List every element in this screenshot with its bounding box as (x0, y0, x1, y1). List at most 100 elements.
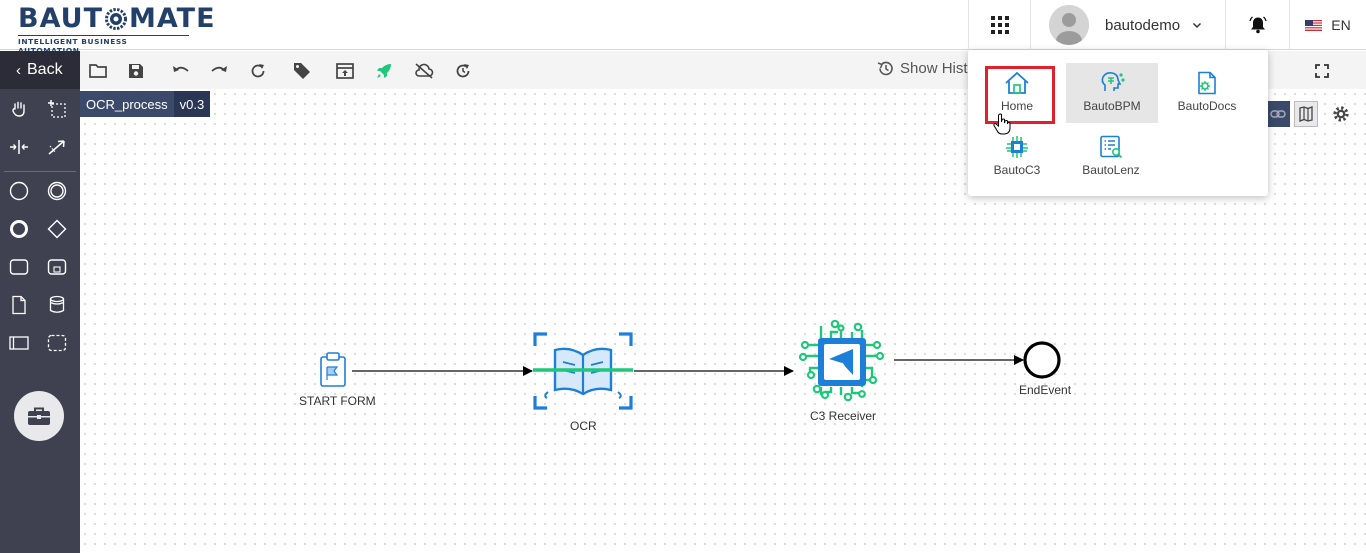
show-history-label: Show Hist (900, 60, 968, 77)
settings-button[interactable] (1329, 101, 1353, 127)
username-label: bautodemo (1105, 16, 1181, 34)
process-version: v0.3 (173, 91, 211, 117)
start-event-icon (9, 181, 29, 201)
notifications-button[interactable] (1225, 0, 1289, 50)
deploy-button[interactable] (374, 61, 394, 81)
data-store-tool[interactable] (46, 294, 68, 316)
hand-icon (12, 101, 25, 117)
minimap-button[interactable] (1294, 101, 1318, 127)
map-icon (1299, 106, 1313, 122)
start-form-label: START FORM (299, 394, 376, 408)
apps-grid-button[interactable] (968, 0, 1030, 50)
apps-grid-icon (990, 16, 1009, 34)
save-button[interactable] (126, 61, 146, 81)
lasso-tool[interactable] (46, 98, 68, 120)
bautomate-logo[interactable]: BAUT MATE INTELLIGENT BUSINESS AUTOMATIO… (18, 4, 216, 55)
gateway-tool[interactable] (46, 218, 68, 240)
logo-text-part1: BAUT (18, 3, 103, 34)
c3-receiver-node[interactable] (798, 319, 885, 402)
task-icon (9, 259, 29, 275)
publish-button[interactable] (335, 61, 355, 81)
folder-icon (89, 64, 107, 78)
process-tag: OCR_process v0.3 (80, 91, 211, 117)
app-item-home[interactable]: Home (971, 63, 1063, 123)
back-button[interactable]: ‹ Back (0, 51, 80, 89)
undo-icon (173, 66, 189, 72)
app-label-bautolenz: BautoLenz (1082, 163, 1140, 177)
subprocess-icon (47, 259, 67, 275)
data-object-tool[interactable] (8, 294, 30, 316)
home-icon (1005, 71, 1029, 94)
gear-icon (1333, 106, 1349, 122)
space-tool[interactable] (8, 136, 30, 158)
briefcase-icon (28, 407, 50, 425)
start-event-tool[interactable] (8, 180, 30, 202)
app-item-bautodocs[interactable]: BautoDocs (1161, 63, 1253, 123)
top-header: BAUT MATE INTELLIGENT BUSINESS AUTOMATIO… (0, 0, 1366, 55)
cloud-off-icon (415, 63, 434, 79)
undo-button[interactable] (171, 61, 191, 81)
end-event-node[interactable] (1023, 341, 1061, 379)
connect-tool[interactable] (46, 136, 68, 158)
toolbox-button[interactable] (14, 391, 64, 441)
fullscreen-button[interactable] (1312, 61, 1332, 81)
tag-icon (294, 63, 310, 79)
chevron-down-icon (1193, 22, 1202, 29)
process-name: OCR_process (80, 91, 174, 117)
clipboard-icon (320, 352, 346, 387)
open-folder-button[interactable] (88, 61, 108, 81)
refresh-button[interactable] (248, 61, 268, 81)
app-label-bautodocs: BautoDocs (1177, 99, 1237, 113)
gear-logo-icon (105, 8, 127, 30)
history-restore-button[interactable] (453, 61, 473, 81)
bell-icon (1248, 16, 1267, 34)
palette-sidebar: ‹ Back (0, 51, 80, 553)
ocr-label: OCR (570, 419, 597, 433)
app-item-bautolenz[interactable]: BautoLenz (1065, 127, 1157, 187)
toggle-view-button[interactable] (1266, 101, 1290, 127)
chevron-left-icon: ‹ (16, 61, 21, 79)
language-selector[interactable]: EN (1289, 0, 1366, 50)
language-label: EN (1331, 17, 1351, 33)
c3-receiver-label: C3 Receiver (810, 409, 877, 423)
app-label-bautobpm: BautoBPM (1083, 99, 1141, 113)
link-icon (1270, 110, 1286, 118)
user-menu-button[interactable]: bautodemo (1030, 0, 1225, 50)
start-form-node[interactable] (320, 352, 346, 387)
app-item-bautobpm[interactable]: BautoBPM (1066, 63, 1158, 123)
end-event-label: EndEvent (1019, 383, 1072, 397)
end-event-icon (10, 220, 28, 238)
highlight-annotation (985, 66, 1055, 124)
lasso-select-icon (48, 100, 66, 118)
intermediate-event-tool[interactable] (46, 180, 68, 202)
diagram-canvas[interactable] (80, 89, 1366, 553)
task-tool[interactable] (8, 256, 30, 278)
avatar (1049, 5, 1089, 45)
ocr-task-node[interactable] (533, 332, 633, 410)
intermediate-event-icon (47, 181, 67, 201)
cloud-disconnect-button[interactable] (414, 61, 434, 81)
docs-icon (1198, 71, 1216, 95)
redo-icon (211, 66, 227, 72)
app-label-home: Home (1000, 99, 1033, 113)
end-event-tool[interactable] (8, 218, 30, 240)
logo-tagline: INTELLIGENT BUSINESS AUTOMATION (18, 35, 189, 55)
bpm-icon (1101, 72, 1125, 91)
app-item-bautoc3[interactable]: BautoC3 (971, 127, 1063, 187)
refresh-icon (251, 64, 265, 78)
global-connect-icon (48, 140, 65, 155)
subprocess-tool[interactable] (46, 256, 68, 278)
group-tool[interactable] (46, 332, 68, 354)
fullscreen-icon (1315, 64, 1329, 78)
hand-tool[interactable] (8, 98, 30, 120)
history-icon (877, 61, 893, 76)
logo-text-part2: MATE (129, 3, 216, 34)
show-history-button[interactable]: Show Hist (877, 60, 968, 77)
redo-button[interactable] (209, 61, 229, 81)
tag-button[interactable] (292, 61, 312, 81)
app-label-bautoc3: BautoC3 (993, 163, 1041, 177)
lenz-icon (1100, 135, 1123, 159)
save-icon (129, 64, 143, 78)
space-tool-icon (10, 140, 28, 154)
pool-tool[interactable] (8, 332, 30, 354)
